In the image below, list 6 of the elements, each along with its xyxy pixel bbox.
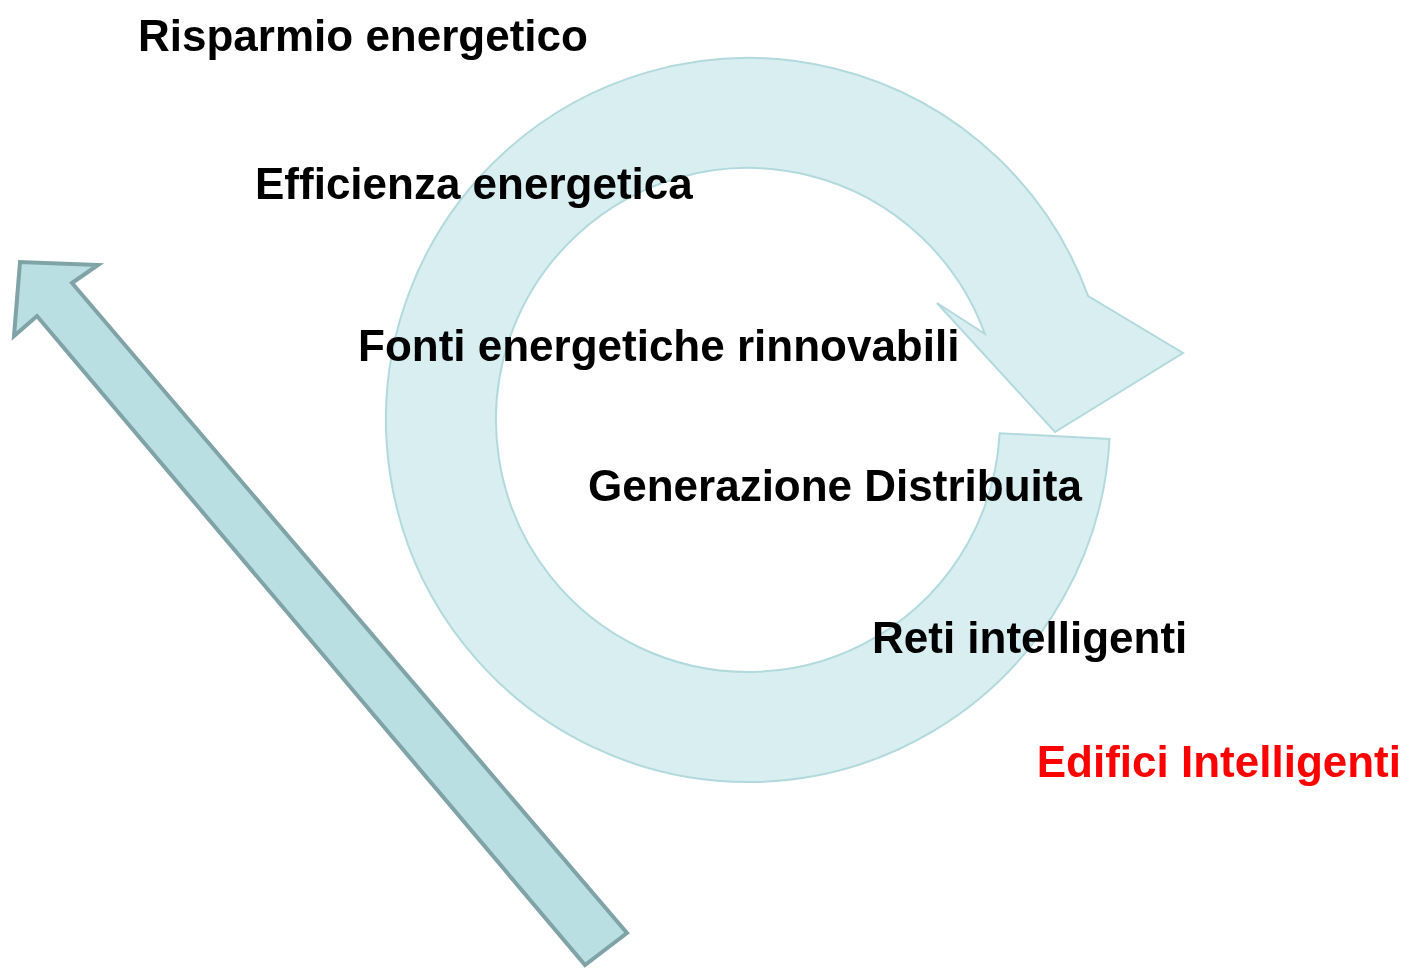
concept-label: Fonti energetiche rinnovabili <box>358 322 960 371</box>
concept-label: Edifici Intelligenti <box>1036 738 1401 787</box>
concept-label: Risparmio energetico <box>138 12 588 61</box>
concept-label: Efficienza energetica <box>255 160 693 209</box>
concept-label: Generazione Distribuita <box>588 462 1082 511</box>
concept-label: Reti intelligenti <box>872 614 1188 663</box>
